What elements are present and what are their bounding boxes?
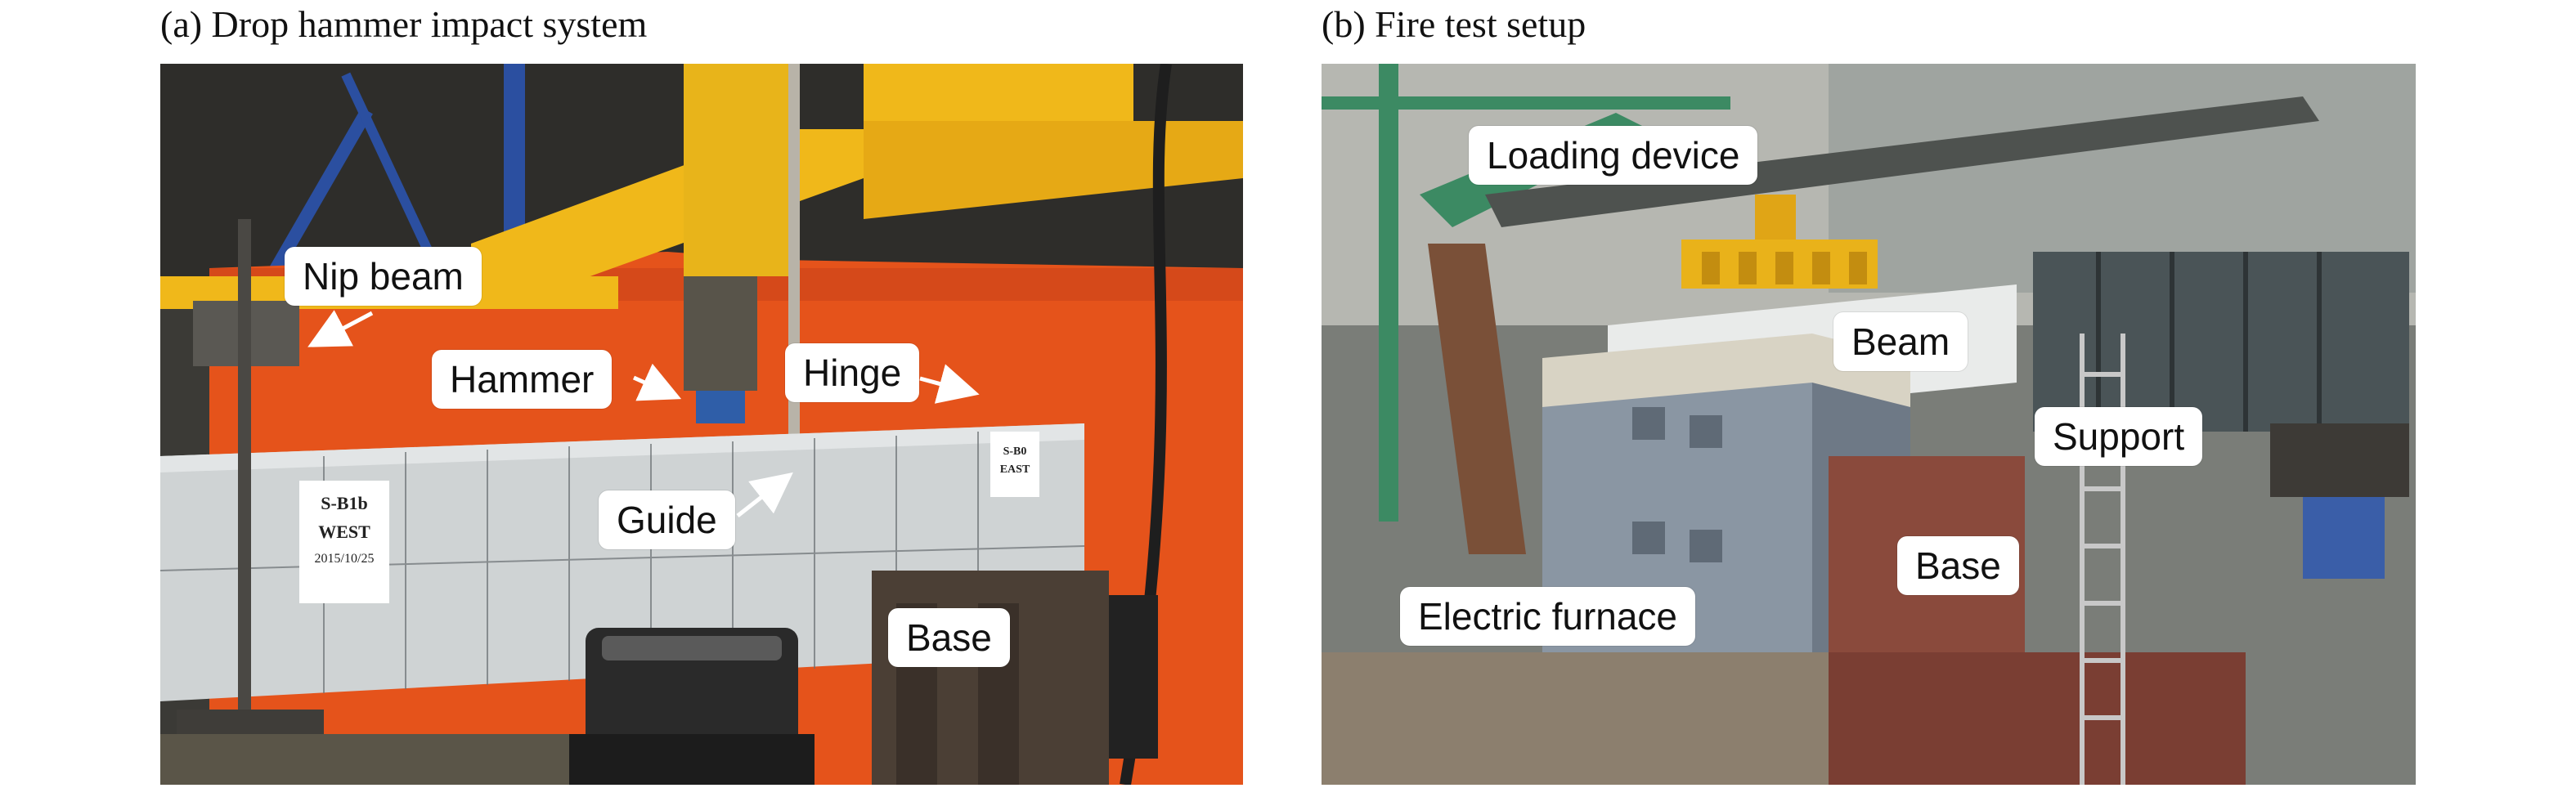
panel-a-title: (a) Drop hammer impact system (160, 3, 648, 45)
sign-line2: WEST (318, 522, 370, 542)
label-loading-device: Loading device (1469, 126, 1758, 185)
sign-line1: S-B1b (321, 493, 367, 513)
label-electric-furnace: Electric furnace (1400, 587, 1696, 646)
sign-line3: 2015/10/25 (315, 552, 375, 566)
label-base-a: Base (888, 608, 1010, 667)
label-beam: Beam (1833, 312, 1968, 371)
drop-hammer-scene: S-B1b WEST 2015/10/25 S-B0 EAST (160, 64, 1243, 785)
drop-hammer-photo: S-B1b WEST 2015/10/25 S-B0 EAST (160, 64, 1243, 785)
small-sign-line2: EAST (1000, 463, 1030, 476)
label-support: Support (2035, 407, 2203, 466)
small-sign-line1: S-B0 (1003, 445, 1027, 458)
label-guide: Guide (599, 490, 735, 549)
label-nip-beam: Nip beam (285, 247, 482, 306)
label-hinge: Hinge (785, 343, 920, 402)
label-base-b: Base (1897, 536, 2019, 595)
label-hammer: Hammer (432, 350, 613, 409)
panel-b-title: (b) Fire test setup (1322, 3, 1586, 45)
